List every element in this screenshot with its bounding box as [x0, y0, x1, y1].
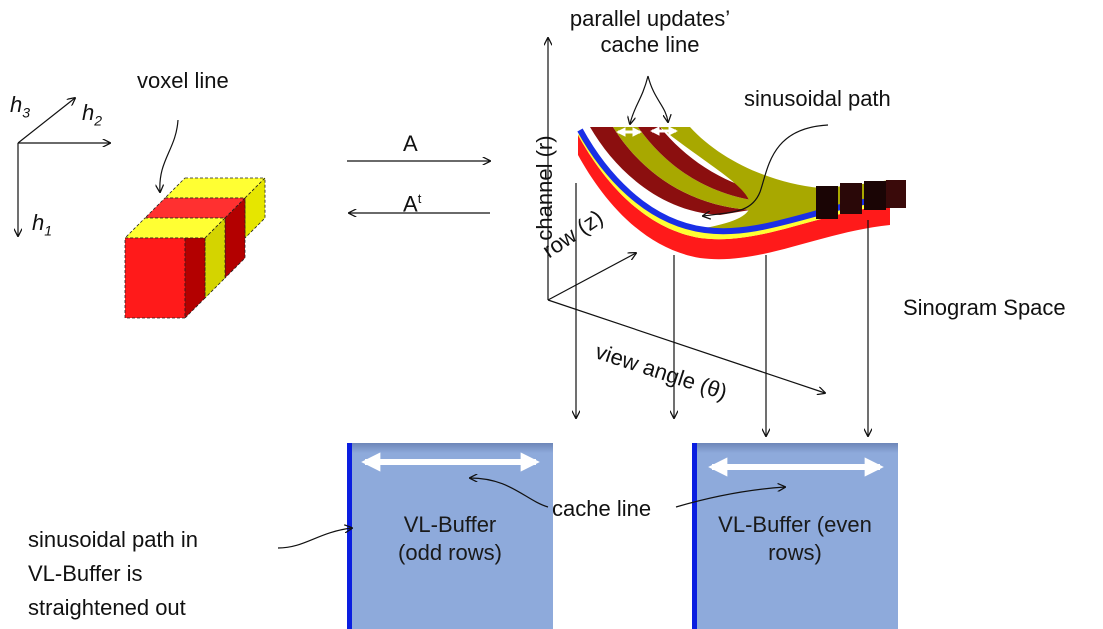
cache-line-label: cache line: [552, 496, 652, 521]
buffer-top-shade: [347, 443, 553, 453]
ribbon-cache-arrows: [616, 126, 678, 137]
buffer-label: VL-Buffer (odd rows): [398, 512, 502, 565]
sinusoidal-path-pointer: [703, 124, 829, 216]
parallel-updates-label: parallel updates’ cache line: [569, 6, 731, 57]
voxel-line-label: voxel line: [137, 68, 229, 93]
h1-label: h1: [32, 210, 53, 239]
projection-lines: [576, 183, 868, 436]
transpose-operator-label: At: [403, 191, 422, 217]
h2-label: h2: [82, 100, 103, 129]
parallel-updates-pointers: [630, 75, 668, 124]
straightened-note: sinusoidal path in VL-Buffer is straight…: [28, 527, 199, 620]
buffer-sinusoid-edge: [692, 443, 697, 629]
buffer-sinusoid-edge: [347, 443, 352, 629]
sinusoidal-ribbon: [577, 127, 906, 260]
forward-operator-label: A: [403, 131, 418, 156]
buffer-cache-arrows: [361, 452, 884, 477]
buffer-label: VL-Buffer (even rows): [718, 512, 872, 565]
vl-buffer-odd: VL-Buffer (odd rows): [347, 443, 553, 629]
buffer-top-shade: [692, 443, 898, 453]
h3-label: h3: [10, 92, 31, 121]
sinusoidal-path-label: sinusoidal path: [744, 86, 891, 111]
cache-line-pointers: [277, 478, 785, 549]
sinogram-axes: [548, 38, 825, 393]
voxel-line-cubes: [124, 177, 266, 319]
sinogram-space-label: Sinogram Space: [903, 295, 1066, 320]
h-axes: [18, 98, 110, 236]
voxel-line-pointer: [160, 119, 179, 192]
